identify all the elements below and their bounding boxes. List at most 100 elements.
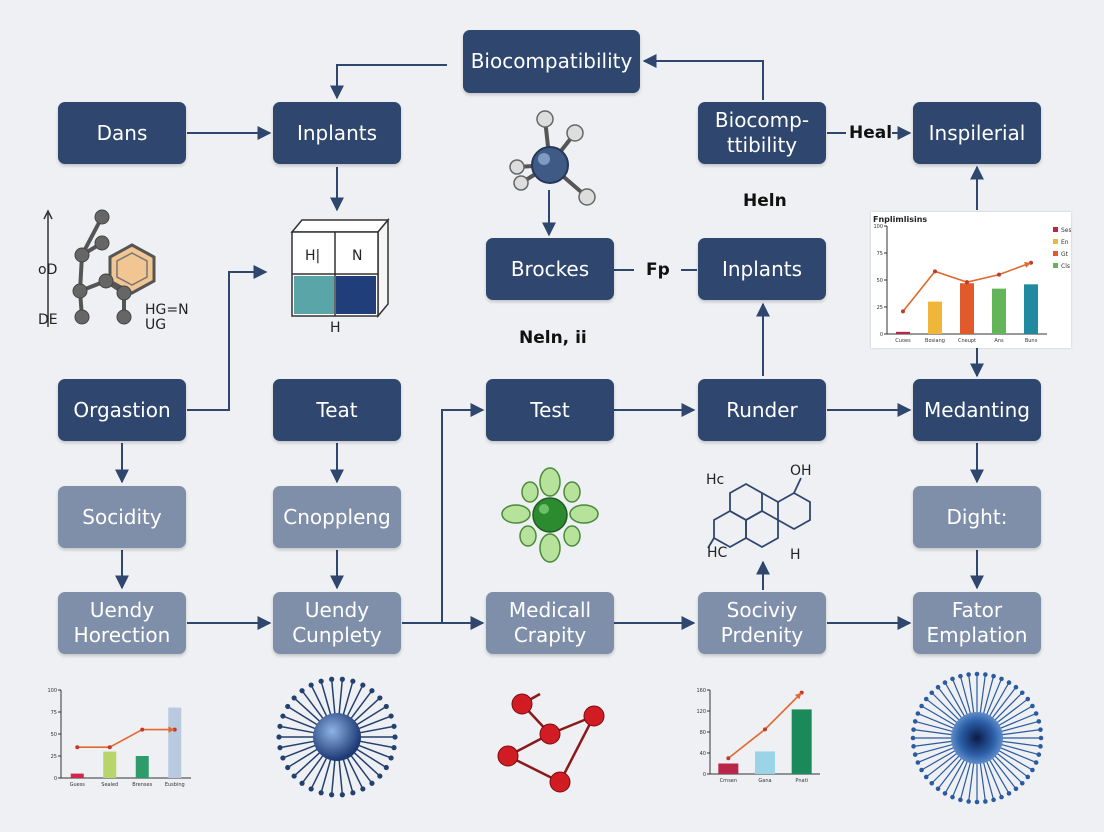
legend-swatch xyxy=(1053,227,1058,232)
spike-tip xyxy=(929,780,935,786)
spike-tip xyxy=(911,727,916,732)
spike xyxy=(984,758,1003,798)
node-biocompatibility-right[interactable]: Biocomp- ttibility xyxy=(698,102,826,164)
node-biocompatibility-top[interactable]: Biocompatibility xyxy=(463,30,640,93)
node-fator-emplation[interactable]: Fator Emplation xyxy=(913,592,1041,654)
hex-label-hc-bottom: HC xyxy=(707,545,728,561)
spike-tip xyxy=(291,773,297,779)
node-teat[interactable]: Teat xyxy=(273,379,401,441)
spike xyxy=(355,743,392,759)
spike xyxy=(353,705,387,728)
spike-tip xyxy=(1033,711,1039,716)
x-tick-label: Crnsen xyxy=(720,778,737,784)
spike xyxy=(989,755,1017,790)
cube-label-h: H| xyxy=(305,248,321,264)
arrow-into-biocompat xyxy=(642,54,764,100)
molecule-left-icon xyxy=(43,209,156,327)
bar xyxy=(992,288,1006,334)
node-medicall-crapity[interactable]: Medicall Crapity xyxy=(486,592,614,654)
spike xyxy=(968,674,975,717)
node-socidity[interactable]: Socidity xyxy=(58,486,186,548)
spike xyxy=(351,697,381,725)
node-implants-mid[interactable]: Inplants xyxy=(698,238,826,300)
spike xyxy=(351,749,381,777)
trend-point xyxy=(997,272,1001,277)
node-brockes[interactable]: Brockes xyxy=(486,238,614,300)
node-uendy-horection[interactable]: Uendy Horection xyxy=(58,592,186,654)
y-tick-label: 75 xyxy=(51,710,57,716)
bar xyxy=(896,331,910,334)
spike xyxy=(937,686,965,721)
spike xyxy=(915,720,956,733)
spike-tip xyxy=(911,744,916,749)
trend-arrow xyxy=(795,692,802,700)
spike xyxy=(293,697,323,725)
node-inspilerial[interactable]: Inspilerial xyxy=(913,102,1041,164)
spike xyxy=(995,748,1033,771)
molecule-top-icon xyxy=(509,110,596,206)
spike-tip xyxy=(991,673,996,679)
bar xyxy=(135,756,149,778)
spike-tip xyxy=(329,676,335,682)
y-tick-label: 25 xyxy=(877,305,883,311)
spike-tip xyxy=(991,797,996,803)
x-tick-label: Guess xyxy=(70,782,86,788)
node-orgastion[interactable]: Orgastion xyxy=(58,379,186,441)
label-heln: Heln xyxy=(743,191,787,211)
spike xyxy=(979,674,986,717)
hex-label-oh: OH xyxy=(790,463,812,479)
spike xyxy=(913,740,956,747)
arrow-orgastion-cube xyxy=(187,265,268,411)
spike-tip xyxy=(999,794,1004,800)
spike-tip xyxy=(377,695,383,701)
spike xyxy=(931,753,962,784)
label-heal: Heal xyxy=(849,123,893,143)
spike-tip xyxy=(391,723,397,729)
spike xyxy=(968,759,975,802)
spike xyxy=(951,758,970,798)
node-runder[interactable]: Runder xyxy=(698,379,826,441)
bar xyxy=(928,301,942,334)
spike xyxy=(944,682,967,720)
x-tick-label: Gana xyxy=(758,778,771,784)
spike-tip xyxy=(383,764,389,771)
trend-point xyxy=(933,269,937,274)
spike-tip xyxy=(277,745,283,751)
spike-tip xyxy=(318,790,324,796)
legend-label: Ses xyxy=(1061,227,1071,234)
spike xyxy=(984,678,1003,718)
spike xyxy=(279,739,318,749)
spike xyxy=(279,725,318,735)
y-tick-label: 100 xyxy=(47,688,57,694)
spike xyxy=(356,725,395,735)
node-dans[interactable]: Dans xyxy=(58,102,186,164)
node-medanting[interactable]: Medanting xyxy=(913,379,1041,441)
bar xyxy=(960,283,974,334)
y-tick-label: 25 xyxy=(51,754,57,760)
node-test[interactable]: Test xyxy=(486,379,614,441)
spike-tip xyxy=(1025,696,1031,702)
spike-tip xyxy=(915,760,921,765)
trend-arrow xyxy=(168,726,175,733)
spike-tip xyxy=(912,719,918,724)
node-dight[interactable]: Dight: xyxy=(913,486,1041,548)
spike xyxy=(913,729,956,736)
hex-label-h: H xyxy=(790,547,801,563)
node-uendy-cunplety[interactable]: Uendy Cunplety xyxy=(273,592,401,654)
spike xyxy=(944,756,967,794)
trend-arrow xyxy=(1024,262,1031,268)
node-cnoppleng[interactable]: Cnoppleng xyxy=(273,486,401,548)
node-sociviy-prdenity[interactable]: Sociviy Prdenity xyxy=(698,592,826,654)
node-implants-top[interactable]: Inplants xyxy=(273,102,401,164)
spike-tip xyxy=(919,703,924,709)
spike xyxy=(982,759,995,800)
x-tick-label: Brenses xyxy=(132,782,152,788)
spike-tip xyxy=(1025,774,1031,780)
spike-tip xyxy=(1019,780,1025,786)
spike xyxy=(348,752,373,784)
spike-tip xyxy=(318,678,324,684)
bar xyxy=(755,751,775,774)
spiky-sphere-icon xyxy=(276,676,398,798)
spike-tip xyxy=(392,734,398,740)
